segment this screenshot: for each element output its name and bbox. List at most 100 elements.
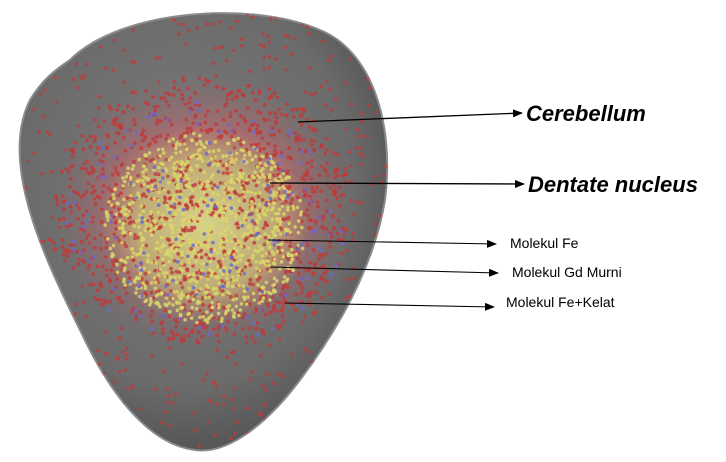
particle xyxy=(233,362,237,366)
particle xyxy=(38,28,42,32)
particle xyxy=(280,154,284,158)
particle xyxy=(150,281,154,285)
particle xyxy=(167,181,171,185)
particle xyxy=(269,129,273,133)
particle xyxy=(232,161,236,165)
particle xyxy=(87,182,91,186)
particle xyxy=(304,347,308,351)
particle xyxy=(279,151,283,155)
particle xyxy=(308,261,312,265)
particle xyxy=(196,157,200,161)
particle xyxy=(241,235,245,239)
particle xyxy=(168,139,172,143)
particle xyxy=(202,272,206,276)
particle xyxy=(250,123,254,127)
particle xyxy=(268,175,272,179)
particle xyxy=(256,221,260,225)
particle xyxy=(38,410,42,414)
particle xyxy=(260,290,264,294)
particle xyxy=(264,313,268,317)
particle xyxy=(316,205,320,209)
particle xyxy=(271,230,275,234)
particle xyxy=(324,252,328,256)
particle xyxy=(263,403,267,407)
particle xyxy=(135,253,139,257)
particle xyxy=(230,231,234,235)
particle xyxy=(259,169,263,173)
particle xyxy=(195,260,199,264)
particle xyxy=(354,146,358,150)
particle xyxy=(282,212,286,216)
particle xyxy=(160,245,164,249)
particle xyxy=(242,160,246,164)
particle xyxy=(227,226,231,230)
particle xyxy=(280,260,284,264)
particle xyxy=(181,76,185,80)
particle xyxy=(81,147,85,151)
particle xyxy=(198,316,202,320)
particle xyxy=(197,200,201,204)
particle xyxy=(207,179,211,183)
particle xyxy=(259,354,263,358)
particle xyxy=(220,317,224,321)
particle xyxy=(355,378,359,382)
particle xyxy=(91,272,95,276)
particle xyxy=(180,262,184,266)
particle xyxy=(336,174,340,178)
particle xyxy=(91,170,95,174)
particle xyxy=(198,319,202,323)
particle xyxy=(154,287,158,291)
particle xyxy=(261,155,265,159)
particle xyxy=(133,141,137,145)
particle xyxy=(87,233,91,237)
particle xyxy=(155,294,159,298)
particle xyxy=(141,244,145,248)
particle xyxy=(190,228,194,232)
particle xyxy=(260,254,264,258)
particle xyxy=(76,86,80,90)
particle xyxy=(126,104,130,108)
particle xyxy=(349,57,353,61)
particle xyxy=(199,243,203,247)
particle xyxy=(262,147,266,151)
particle xyxy=(101,265,105,269)
particle xyxy=(258,248,262,252)
particle xyxy=(93,246,97,250)
particle xyxy=(236,122,240,126)
particle xyxy=(93,296,97,300)
particle xyxy=(350,331,354,335)
particle xyxy=(134,291,138,295)
particle xyxy=(74,191,78,195)
particle xyxy=(157,80,161,84)
particle xyxy=(89,135,93,139)
particle xyxy=(191,203,195,207)
particle xyxy=(115,277,119,281)
particle xyxy=(69,165,73,169)
particle xyxy=(175,325,179,329)
particle xyxy=(253,298,257,302)
particle xyxy=(116,172,120,176)
particle xyxy=(349,352,353,356)
particle xyxy=(187,29,191,33)
particle xyxy=(244,335,248,339)
particle xyxy=(345,127,349,131)
particle xyxy=(300,226,304,230)
particle xyxy=(76,262,80,266)
particle xyxy=(183,102,187,106)
particle xyxy=(189,127,193,131)
particle xyxy=(301,306,305,310)
particle xyxy=(159,97,163,101)
particle xyxy=(272,202,276,206)
particle xyxy=(145,157,149,161)
particle xyxy=(149,297,153,301)
particle xyxy=(192,298,196,302)
particle xyxy=(102,147,106,151)
particle xyxy=(276,96,280,100)
particle xyxy=(63,148,67,152)
particle xyxy=(58,225,62,229)
particle xyxy=(194,138,198,142)
particle xyxy=(214,213,218,217)
particle xyxy=(311,129,315,133)
particle xyxy=(297,272,301,276)
particle xyxy=(332,151,336,155)
